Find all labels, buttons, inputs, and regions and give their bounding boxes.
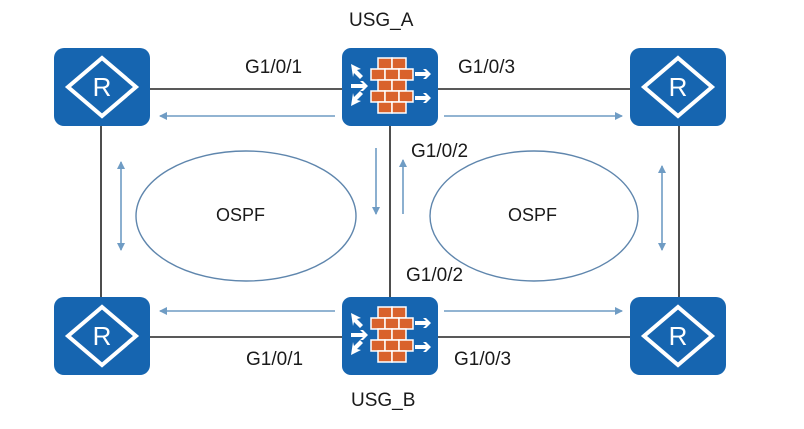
ospf-area-right-outline [429,150,639,282]
router-icon [628,295,728,377]
interface-label-usg-b-g1-0-3: G1/0/3 [454,349,512,370]
router-icon [52,295,152,377]
usg-a-label: USG_A [349,10,414,31]
usg-b-label: USG_B [351,390,416,411]
physical-links [100,88,680,338]
ospf-area-left-outline [135,150,357,282]
router-icon [628,46,728,128]
router-top-left[interactable] [52,46,152,128]
interface-label-usg-a-g1-0-1: G1/0/1 [245,57,303,78]
ospf-areas [135,150,639,282]
firewall-usg-b[interactable] [341,296,439,376]
router-bottom-left[interactable] [52,295,152,377]
router-top-right[interactable] [628,46,728,128]
interface-label-usg-a-g1-0-3: G1/0/3 [458,57,516,78]
firewall-icon [341,296,439,376]
router-bottom-right[interactable] [628,295,728,377]
interface-label-usg-b-g1-0-1: G1/0/1 [246,349,304,370]
interface-label-usg-a-g1-0-2: G1/0/2 [411,141,469,162]
interface-label-usg-b-g1-0-2: G1/0/2 [406,265,464,286]
ospf-area-left-label: OSPF [216,205,266,225]
flow-arrows [117,112,666,315]
firewall-usg-a[interactable] [341,47,439,127]
firewall-icon [341,47,439,127]
ospf-area-right-label: OSPF [508,205,558,225]
router-icon [52,46,152,128]
